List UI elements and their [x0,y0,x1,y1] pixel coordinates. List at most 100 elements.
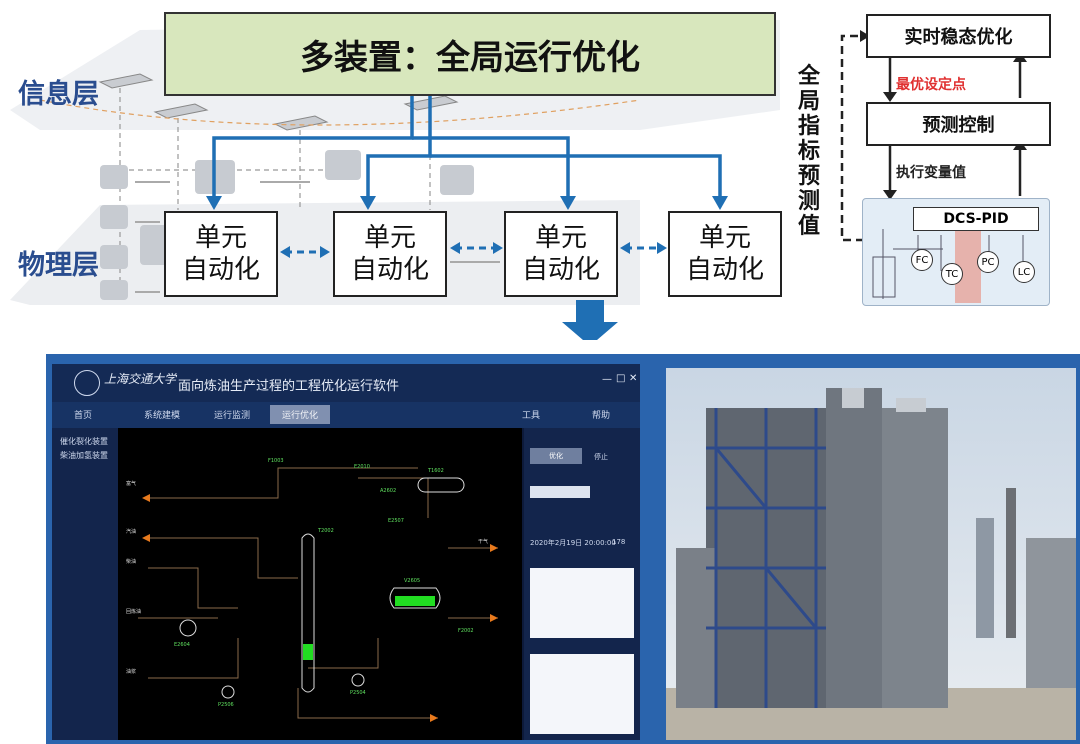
setpoint-input[interactable] [530,486,590,498]
arrow-head [206,196,222,210]
vessel [872,256,896,298]
reactor-tower [826,388,882,708]
arrow-head [280,246,290,258]
down-arrow [562,300,618,340]
dcs-schematic [872,225,1024,303]
flow-arrow [142,494,150,502]
refinery-photo [666,368,1076,740]
distant-unit [1026,538,1076,688]
sidebar-item-fcc[interactable]: 催化裂化装置 [60,437,108,446]
tag-label: F2002 [458,628,474,634]
orbit-line [39,99,641,126]
pipe [297,688,438,719]
unit-label: 自动化 [350,255,429,285]
window-title: 面向炼油生产过程的工程优化运行软件 [178,379,400,394]
column-t2002 [301,533,315,693]
unit-automation-box: 单元 自动化 [164,211,278,297]
server-tile [153,103,209,119]
pc-instrument: PC [977,251,999,273]
software-window: 上海交通大学 面向炼油生产过程的工程优化运行软件 — □ ✕ 首页 系统建模 运… [52,364,640,740]
dcs-panel: DCS-PID FC TC PC LC [862,198,1050,306]
arrow-head [860,30,870,42]
exchanger-e2604 [179,619,197,637]
pipe [148,467,418,499]
sidebar-item-diesel[interactable]: 柴油加氢装置 [60,451,108,460]
unit-label: 单元 [363,223,416,253]
lc-instrument: LC [1013,261,1035,283]
stream-label: 干气 [478,539,489,545]
tag-label: F1003 [268,458,284,464]
stream-label: 汽油 [126,529,137,535]
timestamp: 2020年2月19日 20:00:00 [530,539,616,547]
arrow-head [883,190,897,200]
unit-label: 单元 [698,223,751,253]
maximize-icon[interactable]: □ [616,373,626,384]
drum-level [395,596,435,606]
fc-instrument: FC [911,249,933,271]
reactor-column [955,225,981,303]
university-logo-text: 上海交通大学 [104,372,177,386]
stream-label: 油浆 [126,669,137,675]
tag-label: T2002 [318,528,334,534]
flow-arrow [490,544,498,552]
nav-home[interactable]: 首页 [74,411,93,421]
tag-label: A2602 [380,488,397,494]
distant-stack [1006,488,1016,638]
arrow-head [620,242,630,254]
global-optimization-banner: 多装置：全局运行优化 [164,12,776,96]
close-icon[interactable]: ✕ [629,373,638,384]
refinery-illustration [666,368,1076,740]
stream-label: 回炼油 [126,609,142,615]
arrow-head [560,196,576,210]
flow-line [430,154,722,198]
unit-label: 单元 [534,223,587,253]
global-index-label: 全局指标预测值 [797,64,820,239]
unit-label: 自动化 [521,255,600,285]
arrow-head [883,92,897,102]
pump-p2504 [351,673,365,687]
nav-optimization[interactable]: 运行优化 [270,405,331,424]
nav-tools[interactable]: 工具 [522,411,541,421]
stream-label: 富气 [126,481,137,487]
tower-dome [842,388,864,408]
nav-bar: 首页 系统建模 运行监测 运行优化 工具 帮助 [52,402,640,428]
flow-line [212,96,414,198]
equipment-icon [100,280,128,300]
unit-automation-box: 单元 自动化 [504,211,618,297]
arrow-head [450,242,460,254]
mpc-box: 预测控制 [866,102,1051,146]
nav-monitoring[interactable]: 运行监测 [214,411,251,421]
pid-diagram [138,467,498,722]
stream-label: 柴油 [126,559,137,565]
pid-canvas: 富气 汽油 柴油 回炼油 油浆 干气 F1003 T2002 E2010 A26… [118,428,522,740]
physical-layer-label: 物理层 [18,250,99,281]
pump-p2506 [221,685,235,699]
log-textarea[interactable] [530,654,634,734]
dcs-pid-box: DCS-PID [913,207,1039,231]
window-titlebar: 上海交通大学 面向炼油生产过程的工程优化运行软件 — □ ✕ [52,364,640,402]
steel-brace [764,567,818,629]
tag-label: V2605 [404,578,421,584]
nav-modeling[interactable]: 系统建模 [144,411,181,421]
tower-dome [896,398,926,412]
unit-label: 自动化 [685,255,764,285]
pipe [358,477,429,518]
optimize-button[interactable]: 优化 [530,448,582,464]
stop-button[interactable]: 停止 [594,453,608,461]
minimize-icon[interactable]: — [602,374,612,385]
vessel-t1602 [417,477,465,493]
equipment-icon [440,165,474,195]
server-tile [273,115,329,131]
arrow-head [657,242,667,254]
exec-value-label: 执行变量值 [896,165,966,181]
best-setpoint-label: 最优设定点 [896,77,966,93]
nav-help[interactable]: 帮助 [592,411,611,421]
result-value: 178 [612,538,626,546]
pipe [148,537,298,579]
pipe [148,567,238,609]
unit-label: 自动化 [181,255,260,285]
flow-arrow [490,614,498,622]
condition-textarea[interactable] [530,568,634,638]
feedback-dashed-line [840,34,864,242]
equipment-icon [100,165,128,189]
